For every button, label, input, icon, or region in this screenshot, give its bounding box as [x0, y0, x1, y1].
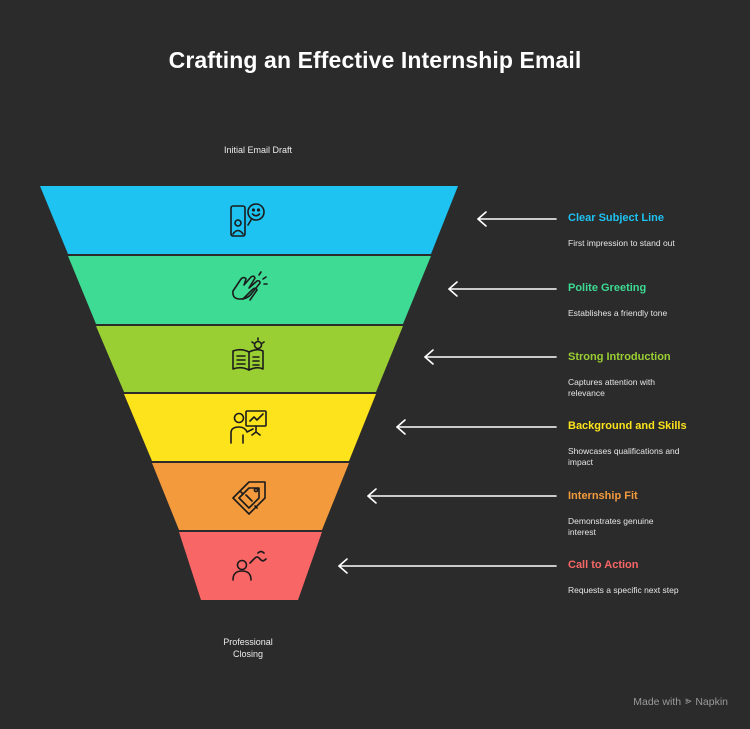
made-with-napkin-badge[interactable]: Made with ⪢ Napkin	[633, 695, 728, 708]
funnel-band-polite-greeting	[68, 256, 431, 324]
step-desc-strong-introduction: Captures attention with relevance	[568, 377, 655, 398]
step-title-strong-introduction: Strong Introduction	[568, 351, 671, 363]
funnel-band-shape	[68, 256, 431, 324]
funnel-bottom-label-line1: Professional	[223, 637, 273, 647]
step-desc-background-and-skills: Showcases qualifications and impact	[568, 446, 680, 467]
funnel-band-internship-fit	[152, 463, 349, 530]
step-desc-polite-greeting: Establishes a friendly tone	[568, 308, 668, 318]
napkin-logo-icon: ⪢	[685, 695, 692, 707]
arrow-background-and-skills	[396, 419, 557, 435]
funnel-band-background-and-skills	[124, 394, 376, 461]
page-title: Crafting an Effective Internship Email	[168, 47, 582, 73]
funnel-bottom-label-line2: Closing	[232, 649, 263, 659]
funnel-band-shape	[152, 463, 349, 530]
funnel-band-strong-introduction	[96, 326, 403, 392]
arrow-internship-fit	[367, 488, 557, 504]
step-desc-internship-fit: Demonstrates genuine interest	[568, 516, 654, 537]
arrow-strong-introduction	[424, 349, 557, 365]
brand-prefix: Made with	[633, 695, 682, 708]
arrow-polite-greeting	[448, 281, 557, 297]
funnel-band-shape	[124, 394, 376, 461]
person-wave-icon	[232, 550, 267, 581]
funnel-band-shape	[40, 186, 458, 254]
step-desc-call-to-action: Requests a specific next step	[568, 585, 679, 595]
funnel-top-label: Initial Email Draft	[223, 145, 293, 155]
funnel-band-call-to-action	[179, 532, 322, 600]
open-book-idea-icon	[232, 337, 265, 371]
email-smile-icon	[230, 203, 265, 237]
clapping-hands-icon	[232, 271, 268, 301]
brand-name: Napkin	[695, 695, 728, 708]
step-title-internship-fit: Internship Fit	[568, 490, 638, 502]
arrow-clear-subject-line	[477, 211, 557, 227]
funnel-bottom-label: Professional Closing	[188, 636, 308, 660]
step-title-background-and-skills: Background and Skills	[568, 420, 687, 432]
funnel-band-shape	[179, 532, 322, 600]
funnel-band-clear-subject-line	[40, 186, 458, 254]
presentation-icon	[230, 410, 267, 444]
arrow-call-to-action	[338, 558, 557, 574]
step-title-call-to-action: Call to Action	[568, 559, 639, 571]
puzzle-tag-icon	[232, 481, 266, 515]
step-desc-clear-subject-line: First impression to stand out	[568, 238, 675, 248]
step-title-clear-subject-line: Clear Subject Line	[568, 212, 664, 224]
step-title-polite-greeting: Polite Greeting	[568, 282, 647, 294]
